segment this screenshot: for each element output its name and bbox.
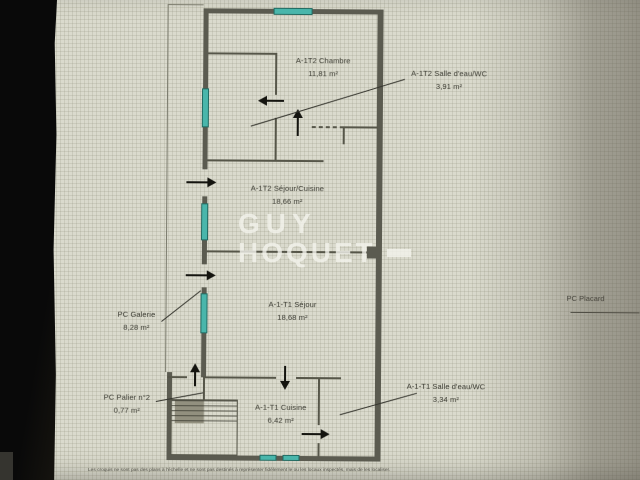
door-arrow-head [320, 429, 330, 440]
door-arrow [284, 365, 287, 381]
door-arrow-head [190, 363, 201, 373]
wall-segment [166, 455, 261, 461]
partition-wall [202, 376, 206, 401]
room-label-salle-deau-t1: A-1-T1 Salle d'eau/WC 3,34 m² [406, 381, 486, 405]
partition-wall [207, 159, 324, 163]
partition-wall [204, 376, 277, 379]
entry-arrow-head [207, 177, 217, 188]
partition-wall [317, 443, 320, 457]
window-marker [273, 7, 313, 16]
wall-segment [311, 9, 384, 15]
screen-bezel-foot [0, 452, 13, 480]
window-marker [259, 454, 277, 461]
partition-wall [206, 250, 377, 254]
wall-segment [203, 8, 275, 14]
room-label-sejour-cuisine-t2: A-1T2 Séjour/Cuisine 18,66 m² [250, 183, 325, 207]
door-swing-dashes [311, 126, 344, 129]
door-arrow [193, 372, 197, 387]
screen-bezel-edge [0, 0, 57, 480]
room-label-placard: PC Placard [566, 293, 605, 304]
room-label-palier: PC Palier n°2 0,77 m² [103, 392, 151, 416]
disclaimer-text: Les croquis ne sont pas des plans à l'éc… [88, 467, 391, 473]
door-arrow-head [257, 95, 268, 106]
entry-arrow [185, 274, 207, 277]
partition-wall [167, 376, 188, 379]
column [366, 246, 380, 259]
window-marker [201, 88, 210, 128]
room-label-sejour-t1: A-1-T1 Séjour 18,68 m² [268, 299, 317, 323]
door-arrow-head [279, 380, 291, 390]
placard-underline [570, 311, 640, 314]
room-label-cuisine-t1: A-1-T1 Cuisine 6,42 m² [255, 402, 307, 426]
wall-segment [201, 332, 207, 378]
window-marker [200, 203, 209, 241]
entry-arrow-head [206, 270, 216, 281]
partition-wall [274, 117, 277, 162]
room-label-chambre-t2: A-1T2 Chambre 11,81 m² [295, 55, 351, 79]
entry-arrow [186, 181, 208, 184]
window-marker [200, 293, 208, 334]
guy-hoquet-watermark-bar [387, 249, 411, 257]
wall-segment [203, 8, 209, 90]
door-arrow [296, 117, 299, 136]
door-arrow [266, 99, 284, 102]
partition-wall [343, 126, 378, 129]
window-marker [282, 454, 300, 462]
partition-wall [342, 126, 345, 145]
door-arrow [301, 433, 321, 436]
wall-segment [298, 455, 381, 462]
galerie-line [167, 4, 204, 6]
wall-segment [202, 126, 208, 170]
room-label-salle-deau-t2: A-1T2 Salle d'eau/WC 3,91 m² [411, 68, 488, 92]
room-label-galerie: PC Galerie 8,28 m² [117, 309, 156, 333]
